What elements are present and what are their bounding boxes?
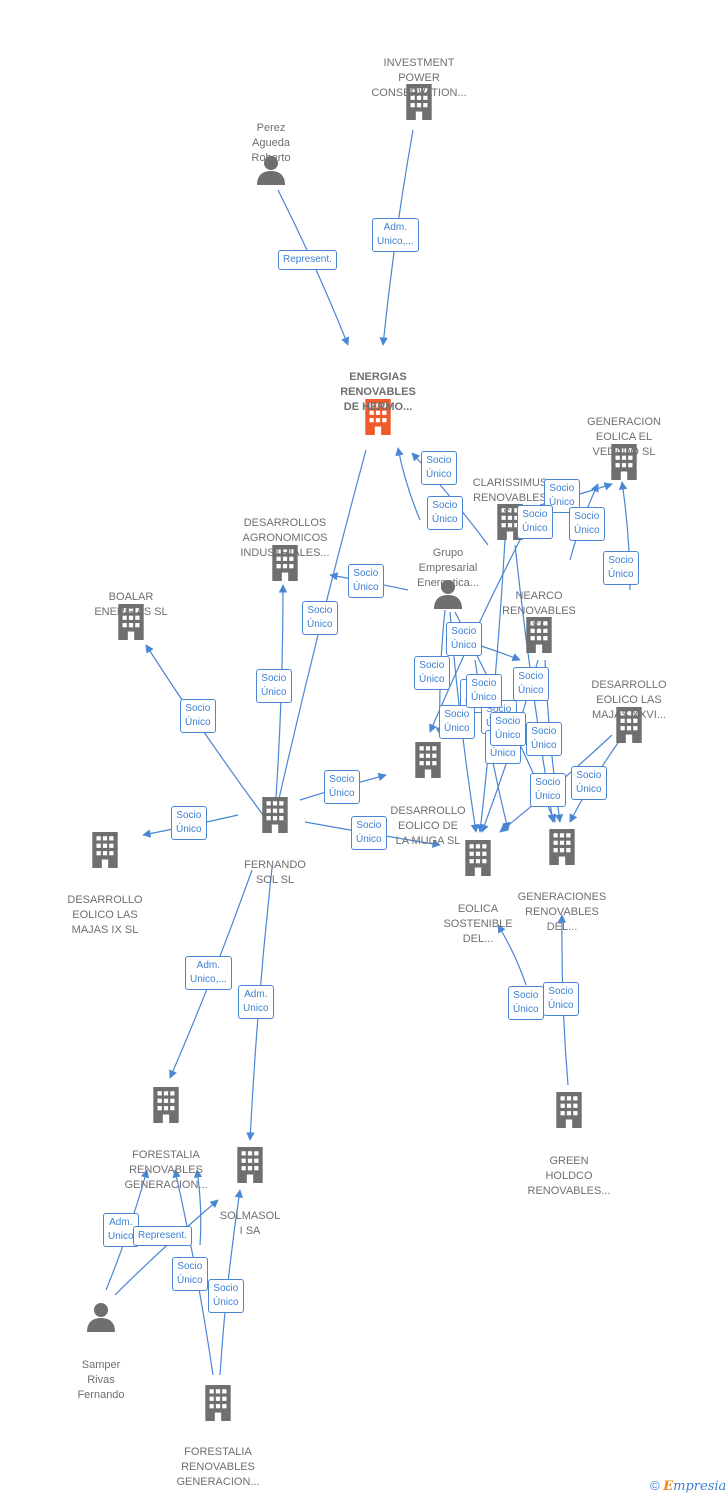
node-label-forestalia1[interactable]: FORESTALIA RENOVABLES GENERACION... — [124, 1149, 208, 1191]
company-building-icon[interactable] — [205, 1385, 231, 1421]
node-label-fernando[interactable]: FERNANDO SOL SL — [244, 859, 306, 886]
company-building-icon[interactable] — [415, 742, 441, 778]
node-label-clarissimus[interactable]: CLARISSIMUS RENOVABLES SL — [472, 477, 548, 519]
relation-label[interactable]: Socio Único — [513, 667, 549, 701]
company-building-icon[interactable] — [556, 1092, 582, 1128]
company-building-icon[interactable] — [153, 1087, 179, 1123]
relation-label[interactable]: Socio Único — [439, 705, 475, 739]
relation-label[interactable]: Represent. — [278, 250, 337, 270]
node-label-majas_ix[interactable]: DESARROLLO EOLICO LAS MAJAS IX SL — [67, 894, 143, 936]
node-label-majas_xxvi[interactable]: DESARROLLO EOLICO LAS MAJAS XXVI... — [591, 679, 667, 721]
node-label-eolica_sostenible[interactable]: EOLICA SOSTENIBLE DEL... — [443, 903, 513, 945]
relation-edge — [114, 1199, 219, 1296]
relation-label[interactable]: Represent. — [133, 1226, 192, 1246]
relation-label[interactable]: Socio Único — [526, 722, 562, 756]
relation-label[interactable]: Socio Único — [571, 766, 607, 800]
relation-label[interactable]: Socio Único — [427, 496, 463, 530]
relation-label[interactable]: Socio Único — [171, 806, 207, 840]
relation-label[interactable]: Adm. Unico — [103, 1213, 139, 1247]
relation-label[interactable]: Adm. Unico — [238, 985, 274, 1019]
relation-label[interactable]: Socio Único — [508, 986, 544, 1020]
node-label-desarrollos_agro[interactable]: DESARROLLOS AGRONOMICOS INDUSTRIALES... — [240, 517, 330, 559]
company-building-icon[interactable] — [549, 829, 575, 865]
relation-label[interactable]: Socio Único — [446, 622, 482, 656]
relation-label[interactable]: Socio Único — [324, 770, 360, 804]
relation-label[interactable]: Socio Único — [603, 551, 639, 585]
relation-label[interactable]: Socio Único — [180, 699, 216, 733]
relation-label[interactable]: Socio Único — [414, 656, 450, 690]
footer-brand: © Empresia — [650, 1478, 726, 1494]
relation-label[interactable]: Socio Único — [569, 507, 605, 541]
node-label-generacion_vedado[interactable]: GENERACION EOLICA EL VEDADO SL — [587, 416, 661, 458]
node-label-solmasol[interactable]: SOLMASOL I SA — [219, 1210, 281, 1237]
relation-label[interactable]: Socio Único — [517, 505, 553, 539]
company-building-icon[interactable] — [92, 832, 118, 868]
person-icon[interactable] — [87, 1303, 115, 1332]
node-label-energias[interactable]: ENERGIAS RENOVABLES DE HERMO... — [340, 371, 416, 413]
node-label-perez[interactable]: Perez Agueda Roberto — [251, 122, 291, 164]
relation-label[interactable]: Socio Único — [421, 451, 457, 485]
relation-label[interactable]: Socio Único — [543, 982, 579, 1016]
relation-edge — [395, 447, 421, 521]
relation-label[interactable]: Adm. Unico,... — [185, 956, 232, 990]
relation-label[interactable]: Socio Único — [256, 669, 292, 703]
node-label-boalar[interactable]: BOALAR ENERGIAS SL — [94, 591, 168, 618]
node-label-green_holdco[interactable]: GREEN HOLDCO RENOVABLES... — [527, 1155, 611, 1197]
company-building-icon[interactable] — [237, 1147, 263, 1183]
relation-label[interactable]: Adm. Unico,... — [372, 218, 419, 252]
node-label-investment[interactable]: INVESTMENT POWER CONSERVATION... — [371, 57, 467, 99]
empresia-logo: Empresia — [663, 1479, 727, 1494]
relation-label[interactable]: Socio Único — [351, 816, 387, 850]
node-label-nearco[interactable]: NEARCO RENOVABLES SL — [502, 590, 576, 632]
node-label-samper[interactable]: Samper Rivas Fernando — [77, 1359, 125, 1401]
relation-label[interactable]: Socio Único — [466, 674, 502, 708]
node-label-generaciones_renov[interactable]: GENERACIONES RENOVABLES DEL... — [517, 891, 607, 933]
copyright-icon: © — [650, 1478, 660, 1493]
node-label-la_muga[interactable]: DESARROLLO EOLICO DE LA MUGA SL — [390, 805, 466, 847]
relation-label[interactable]: Socio Único — [172, 1257, 208, 1291]
node-label-forestalia2[interactable]: FORESTALIA RENOVABLES GENERACION... — [176, 1446, 260, 1488]
relation-label[interactable]: Socio Único — [208, 1279, 244, 1313]
company-building-icon[interactable] — [262, 797, 288, 833]
relation-edge — [193, 1169, 203, 1246]
relation-label[interactable]: Socio Único — [348, 564, 384, 598]
relation-label[interactable]: Socio Único — [530, 773, 566, 807]
relation-edge — [497, 924, 527, 986]
relation-label[interactable]: Socio Único — [490, 712, 526, 746]
node-label-grupo[interactable]: Grupo Empresarial Energetica... — [417, 547, 479, 589]
relation-label[interactable]: Socio Único — [302, 601, 338, 635]
